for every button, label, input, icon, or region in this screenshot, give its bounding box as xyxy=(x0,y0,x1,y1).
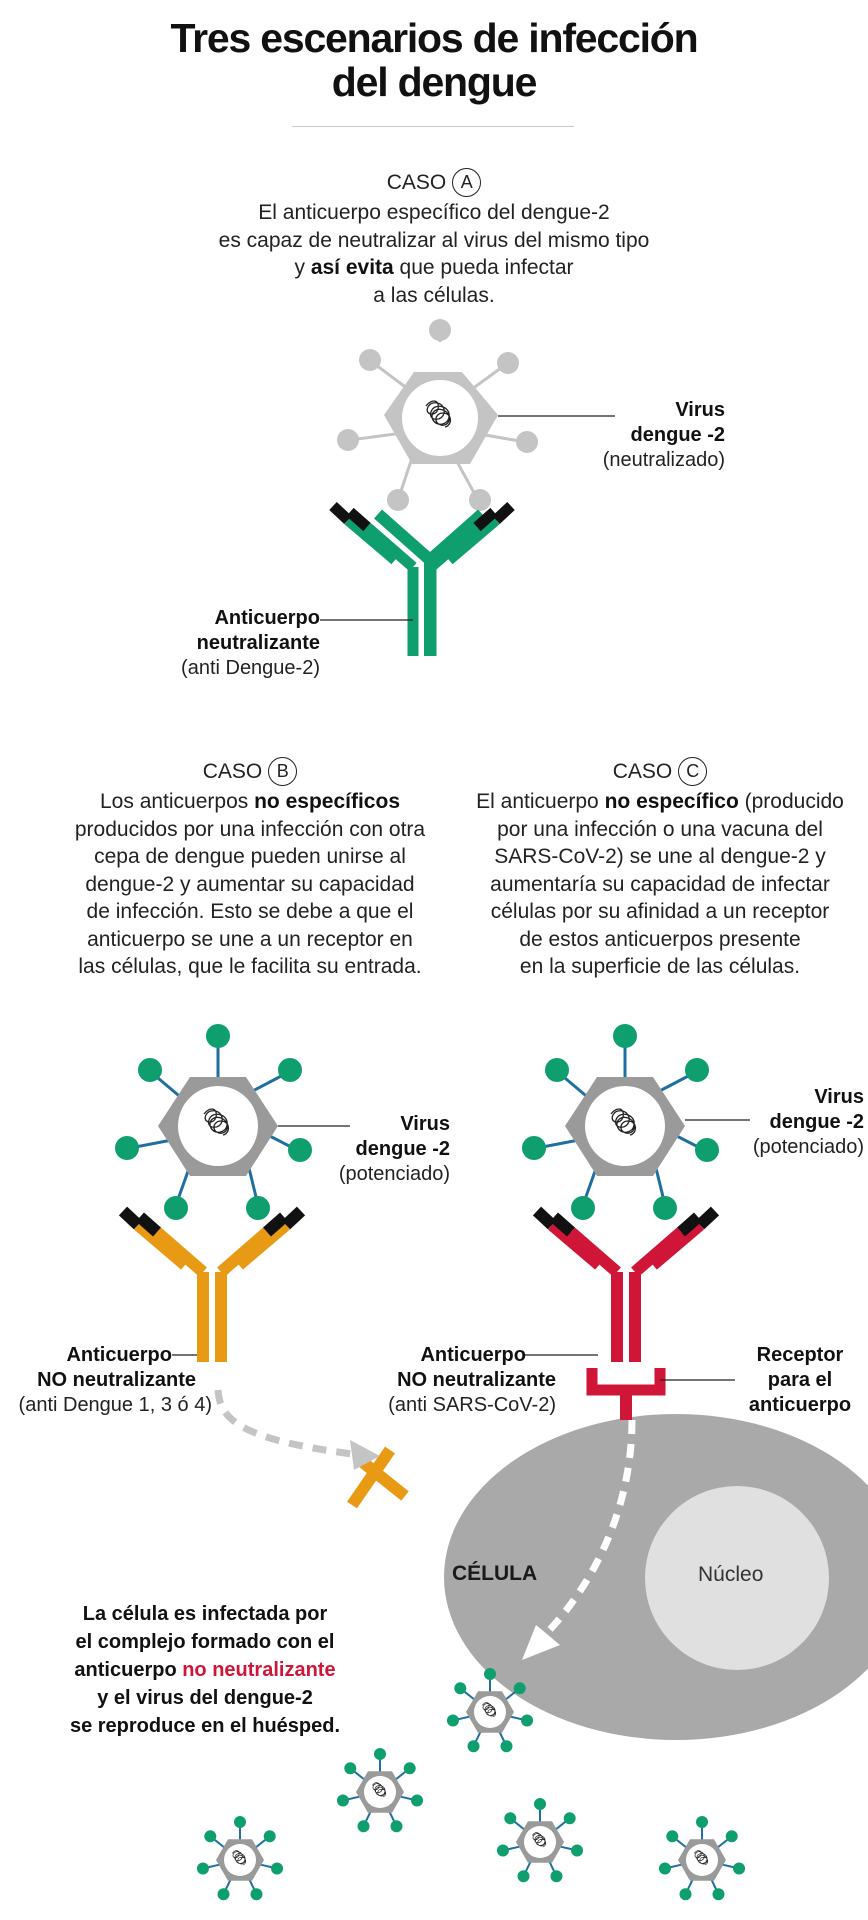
case-a-antibody xyxy=(320,501,515,656)
case-a-antibody-label-2: neutralizante xyxy=(196,632,320,654)
description-line: aumentaría su capacidad de infectar xyxy=(490,872,830,896)
case-c-antibody-label-3: (anti SARS-CoV-2) xyxy=(388,1394,556,1416)
progeny-virus xyxy=(496,1798,584,1883)
case-a-heading: CASO A xyxy=(0,168,868,197)
title-divider xyxy=(292,126,574,127)
description-line: células por su afinidad a un receptor xyxy=(490,900,830,923)
case-c-letter-badge: C xyxy=(678,757,708,786)
case-c-heading: CASO C xyxy=(460,757,860,786)
conclusion-line-3a: anticuerpo xyxy=(74,1659,183,1681)
description-line: de infección. Esto se debe a que el xyxy=(86,900,414,923)
description-line: Los anticuerpos no específicos xyxy=(100,790,400,813)
title-line-2: del dengue xyxy=(331,59,538,105)
case-b-entry-arrow xyxy=(214,1389,380,1470)
progeny-virus xyxy=(446,1668,534,1753)
description-line: es capaz de neutralizar al virus del mis… xyxy=(218,228,650,252)
conclusion-line-5: se reproduce en el huésped. xyxy=(69,1715,341,1737)
case-c-word: CASO xyxy=(612,759,673,783)
case-a-word: CASO xyxy=(386,170,447,194)
case-b-virus xyxy=(115,1024,350,1220)
receptor-label-1: Receptor xyxy=(756,1344,844,1366)
description-line: a las células. xyxy=(373,283,495,307)
case-c-antibody-label-1: Anticuerpo xyxy=(420,1344,526,1366)
description-line: SARS-CoV-2) se une al dengue-2 y xyxy=(494,845,826,868)
receptor-label-2: para el xyxy=(767,1369,833,1391)
case-a-virus xyxy=(337,319,615,511)
case-a-virus-label-2: dengue -2 xyxy=(630,424,725,446)
nucleus-label: Núcleo xyxy=(698,1563,764,1586)
case-b-virus-label-3: (potenciado) xyxy=(338,1163,450,1185)
progeny-viruses xyxy=(196,1668,746,1901)
case-c-virus-label: Virus dengue -2 (potenciado) xyxy=(728,1085,864,1160)
case-a-spike-knobs xyxy=(337,319,538,511)
conclusion-line-3b: no neutralizante xyxy=(182,1659,336,1681)
case-b-antibody xyxy=(118,1206,306,1362)
case-b-virus-label-2: dengue -2 xyxy=(355,1138,450,1160)
description-line: cepa de dengue pueden unirse al xyxy=(94,845,406,868)
progeny-virus xyxy=(658,1816,746,1901)
case-c-virus-label-1: Virus xyxy=(814,1086,864,1108)
description-line: producidos por una infección con otra xyxy=(74,817,426,841)
case-b-antibody-label-2: NO neutralizante xyxy=(37,1369,196,1391)
case-b-heading: CASO B xyxy=(50,757,450,786)
conclusion-line-1: La célula es infectada por xyxy=(82,1603,328,1625)
description-line: de estos anticuerpos presente xyxy=(519,927,801,951)
case-b-letter-badge: B xyxy=(268,757,298,786)
case-b-receptor xyxy=(347,1446,409,1509)
case-c-virus xyxy=(522,1024,750,1220)
case-c-virus-label-2: dengue -2 xyxy=(769,1111,864,1133)
case-c-description: El anticuerpo no específico (producido po… xyxy=(440,788,868,981)
case-c-receptor-label: Receptor para el anticuerpo xyxy=(740,1343,860,1418)
case-a-virus-label-1: Virus xyxy=(675,399,725,421)
receptor-label-3: anticuerpo xyxy=(748,1394,852,1416)
case-c-antibody-label-2: NO neutralizante xyxy=(397,1369,556,1391)
case-c-antibody-label: Anticuerpo NO neutralizante (anti SARS-C… xyxy=(360,1343,556,1418)
page-title: Tres escenarios de infección del dengue xyxy=(0,16,868,104)
description-line: dengue-2 y aumentar su capacidad xyxy=(85,872,415,896)
case-c-virus-label-3: (potenciado) xyxy=(752,1136,864,1158)
conclusion-line-2: el complejo formado con el xyxy=(75,1631,335,1653)
conclusion-line-4: y el virus del dengue-2 xyxy=(97,1687,313,1709)
title-line-1: Tres escenarios de infección xyxy=(170,15,699,61)
case-a-description: El anticuerpo específico del dengue-2 es … xyxy=(0,199,868,309)
description-line: las células, que le facilita su entrada. xyxy=(78,955,422,978)
progeny-virus xyxy=(196,1816,284,1901)
description-line: y así evita que pueda infectar xyxy=(294,256,574,279)
cell-label: CÉLULA xyxy=(452,1562,538,1585)
case-b-antibody-label: Anticuerpo NO neutralizante (anti Dengue… xyxy=(0,1343,212,1418)
cell-nucleus xyxy=(645,1486,829,1670)
case-a-virus-label-3: (neutralizado) xyxy=(602,449,725,471)
case-a-virus-label: Virus dengue -2 (neutralizado) xyxy=(585,398,725,473)
description-line: por una infección o una vacuna del xyxy=(497,817,823,841)
description-line: anticuerpo se une a un receptor en xyxy=(87,927,413,951)
case-b-antibody-label-3: (anti Dengue 1, 3 ó 4) xyxy=(18,1394,212,1416)
case-a-letter-badge: A xyxy=(452,168,482,197)
progeny-virus xyxy=(336,1748,424,1833)
case-c-receptor xyxy=(586,1368,735,1420)
case-b-description: Los anticuerpos no específicos producidos… xyxy=(10,788,490,981)
case-b-antibody-label-1: Anticuerpo xyxy=(66,1344,172,1366)
case-a-antibody-label-3: (anti Dengue-2) xyxy=(181,657,320,679)
description-line: El anticuerpo específico del dengue-2 xyxy=(258,201,610,224)
case-b-virus-label-1: Virus xyxy=(400,1113,450,1135)
case-b-word: CASO xyxy=(202,759,263,783)
case-c-antibody xyxy=(525,1206,720,1362)
case-b-virus-label: Virus dengue -2 (potenciado) xyxy=(310,1112,450,1187)
case-a-antibody-label-1: Anticuerpo xyxy=(214,607,320,629)
case-c-entry-arrow xyxy=(522,1419,636,1660)
conclusion-text: La célula es infectada por el complejo f… xyxy=(20,1600,390,1740)
case-a-antibody-label: Anticuerpo neutralizante (anti Dengue-2) xyxy=(160,606,320,681)
description-line: en la superficie de las células. xyxy=(519,955,801,978)
description-line: El anticuerpo no específico (producido xyxy=(476,790,844,813)
